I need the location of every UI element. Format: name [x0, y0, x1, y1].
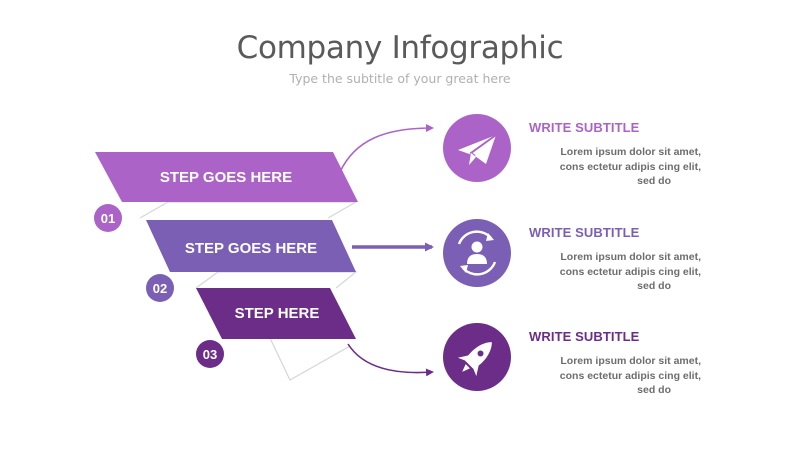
item-1-text-line-1: Lorem ipsum dolor sit amet,: [560, 146, 701, 158]
connector-arrow-1: [339, 124, 434, 173]
item-2-text: Lorem ipsum dolor sit amet, cons ectetur…: [531, 250, 701, 294]
item-3-title: WRITE SUBTITLE: [529, 329, 640, 344]
step-2-number-badge: [146, 274, 174, 302]
item-1-text-line-3: sed do: [637, 175, 671, 187]
step-3-label: STEP HERE: [235, 305, 320, 322]
page-subtitle: Type the subtitle of your great here: [289, 71, 511, 86]
user-cycle-icon: [443, 219, 511, 287]
item-2-text-line-2: cons ectetur adipis cing elit,: [559, 265, 701, 278]
item-1-title: WRITE SUBTITLE: [529, 120, 640, 135]
step-3-number-badge: [196, 340, 224, 368]
step-2-label: STEP GOES HERE: [185, 240, 317, 257]
item-3-text-line-2: cons ectetur adipis cing elit,: [559, 369, 701, 382]
step-2-banner: [146, 220, 356, 272]
item-2-title: WRITE SUBTITLE: [529, 225, 640, 240]
item-2-text-line-1: Lorem ipsum dolor sit amet,: [560, 251, 701, 263]
rocket-icon: [443, 323, 511, 391]
item-1-text: Lorem ipsum dolor sit amet, cons ectetur…: [531, 145, 701, 189]
item-1-text-line-2: cons ectetur adipis cing elit,: [559, 160, 701, 173]
paper-plane-icon: [443, 114, 511, 182]
page-title: Company Infographic: [236, 30, 564, 66]
step-2-number: 02: [153, 281, 167, 296]
step-1-banner: [95, 152, 358, 202]
step-1-number: 01: [101, 211, 115, 226]
step-1-label: STEP GOES HERE: [160, 169, 292, 186]
item-2-text-line-3: sed do: [637, 280, 671, 292]
step-1-number-badge: [94, 204, 122, 232]
item-3-text-line-3: sed do: [637, 384, 671, 396]
item-3-text: Lorem ipsum dolor sit amet, cons ectetur…: [531, 354, 701, 398]
item-3-text-line-1: Lorem ipsum dolor sit amet,: [560, 355, 701, 367]
step-3-banner: [196, 288, 356, 339]
connector-arrow-3: [347, 343, 434, 377]
step-3-number: 03: [203, 347, 217, 362]
